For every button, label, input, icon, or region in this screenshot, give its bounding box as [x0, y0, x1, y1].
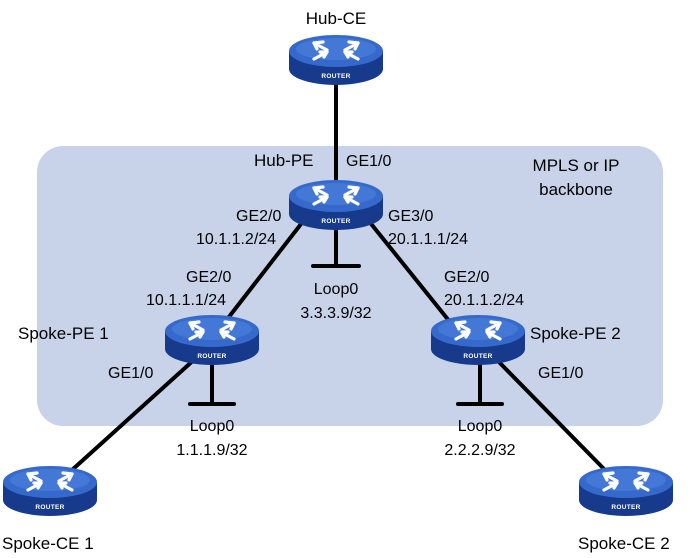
iface-hub-pe-ge1: GE1/0	[346, 153, 391, 170]
loopback-interface-icon	[188, 228, 504, 406]
iface-pe2-ge2: GE2/0	[444, 269, 489, 286]
loopback-pe2-ip: 2.2.2.9/32	[444, 442, 515, 459]
loopback-pe1-name: Loop0	[190, 418, 235, 435]
loopback-hub-pe-ip: 3.3.3.9/32	[300, 305, 371, 322]
link-hubpe-pe2	[362, 213, 452, 324]
device-name-spoke-pe1: Spoke-PE 1	[18, 324, 109, 343]
backbone-label-line1: MPLS or IP	[533, 156, 620, 175]
device-name-hub-ce: Hub-CE	[306, 9, 366, 28]
device-name-spoke-ce1: Spoke-CE 1	[2, 534, 94, 553]
device-name-spoke-pe2: Spoke-PE 2	[530, 324, 621, 343]
iface-pe2-ge1: GE1/0	[538, 365, 583, 382]
router-icon-hub-ce	[287, 33, 385, 87]
iface-pe1-ge1: GE1/0	[108, 365, 153, 382]
iface-pe1-ge2-ip: 10.1.1.1/24	[146, 292, 226, 309]
router-icon-spoke-ce1	[1, 464, 99, 518]
router-icon-spoke-pe1	[163, 313, 261, 367]
iface-hub-pe-ge2-ip: 10.1.1.2/24	[196, 231, 276, 248]
router-icon-spoke-pe2	[429, 313, 527, 367]
device-name-hub-pe: Hub-PE	[254, 151, 314, 170]
router-icon-hub-pe	[287, 178, 385, 232]
iface-hub-pe-ge3-ip: 20.1.1.1/24	[388, 231, 468, 248]
links	[70, 78, 607, 472]
loopback-pe2-name: Loop0	[458, 418, 503, 435]
device-name-spoke-ce2: Spoke-CE 2	[578, 534, 670, 553]
iface-pe2-ge2-ip: 20.1.1.2/24	[444, 292, 524, 309]
link-pe2-ce2	[493, 356, 607, 472]
loopback-hub-pe-name: Loop0	[314, 281, 359, 298]
link-pe1-ce1	[70, 356, 198, 472]
iface-hub-pe-ge3: GE3/0	[388, 208, 433, 225]
iface-pe1-ge2: GE2/0	[186, 269, 231, 286]
iface-hub-pe-ge2: GE2/0	[236, 208, 281, 225]
link-hubpe-pe1	[223, 213, 310, 324]
loopback-pe1-ip: 1.1.1.9/32	[176, 442, 247, 459]
backbone-label-line2: backbone	[539, 180, 613, 199]
router-icon-spoke-ce2	[577, 464, 675, 518]
